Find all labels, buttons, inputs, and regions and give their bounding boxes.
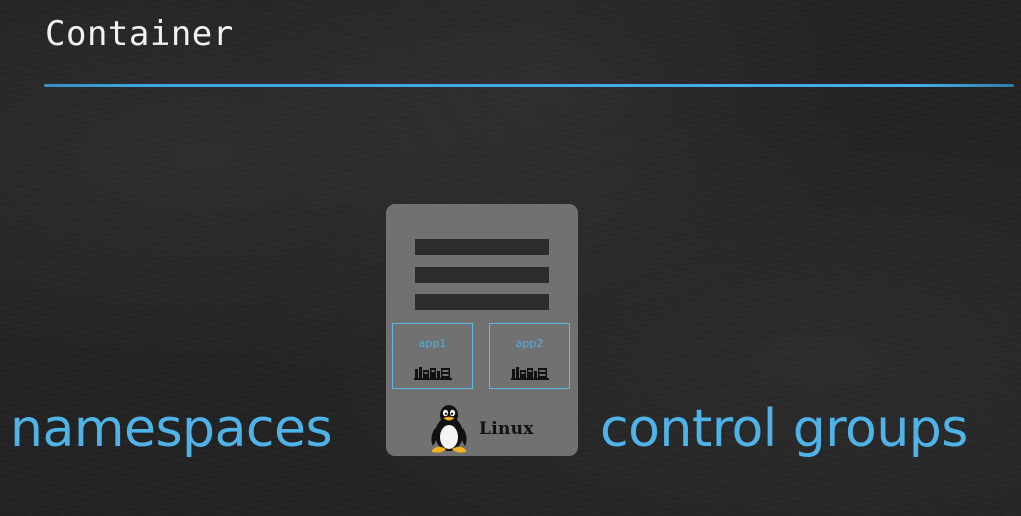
linux-os-label: Linux xyxy=(426,404,566,454)
tux-penguin-icon xyxy=(431,405,467,453)
app1-box: app1 xyxy=(392,323,473,389)
container-host-diagram: app1 app2 xyxy=(386,204,578,456)
host-layer-bar xyxy=(415,239,549,255)
app1-label: app1 xyxy=(418,337,447,350)
slide-title: Container xyxy=(45,14,234,54)
namespaces-label: namespaces xyxy=(10,399,333,459)
libraries-icon xyxy=(511,367,549,380)
libraries-icon xyxy=(414,367,452,380)
app2-box: app2 xyxy=(489,323,570,389)
app2-label: app2 xyxy=(515,337,544,350)
title-divider xyxy=(44,84,1014,87)
host-layer-bar xyxy=(415,294,549,310)
linux-label: Linux xyxy=(479,419,534,439)
control-groups-label: control groups xyxy=(600,399,968,459)
host-layer-bar xyxy=(415,267,549,283)
